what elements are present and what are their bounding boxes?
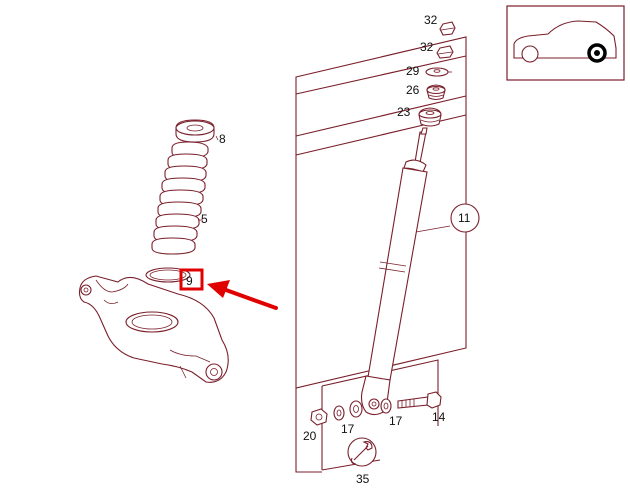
callout-9[interactable]: 9 — [186, 274, 193, 288]
wrench-icon — [347, 437, 377, 467]
lower-hardware — [310, 391, 442, 467]
upper-mount-parts — [418, 21, 456, 127]
callout-20[interactable]: 20 — [303, 429, 317, 443]
callout-32-top[interactable]: 32 — [424, 13, 438, 27]
nut-20 — [310, 408, 328, 426]
callout-35[interactable]: 35 — [356, 472, 370, 486]
bolt-14 — [397, 391, 442, 409]
callout-circle-11 — [450, 203, 480, 233]
callout-29[interactable]: 29 — [406, 64, 420, 78]
callout-26[interactable]: 26 — [406, 83, 420, 97]
coil-spring-5 — [151, 141, 209, 255]
bushing-17-right — [380, 398, 392, 414]
rubber-mount-23 — [418, 107, 442, 127]
callout-17-right[interactable]: 17 — [389, 414, 403, 428]
spring-pad-9 — [145, 267, 191, 283]
nut-32-lower — [436, 45, 454, 59]
callout-11[interactable]: 11 — [458, 211, 471, 225]
bushing-17-left — [333, 405, 345, 421]
callout-labels: 32 32 29 26 23 8 5 9 11 14 17 17 20 35 — [186, 13, 471, 486]
leader-lines — [198, 71, 452, 221]
nut-32-top — [439, 21, 456, 36]
spring-seat-8 — [175, 119, 215, 143]
washer-29 — [425, 67, 449, 77]
highlight-box — [179, 268, 204, 291]
callout-8[interactable]: 8 — [219, 132, 226, 146]
trailing-arm — [78, 275, 229, 383]
rubber-mount-26 — [426, 84, 446, 101]
shock-absorber-11 — [360, 127, 428, 416]
washer-left — [349, 400, 363, 418]
callout-32-lower[interactable]: 32 — [420, 40, 434, 54]
callout-17-left[interactable]: 17 — [341, 422, 355, 436]
vehicle-thumbnail — [506, 5, 625, 81]
arrow-pointer-icon — [207, 280, 278, 310]
car-side-icon — [513, 20, 617, 63]
callout-14[interactable]: 14 — [432, 410, 446, 424]
callout-5[interactable]: 5 — [201, 212, 208, 226]
callout-23[interactable]: 23 — [397, 105, 411, 119]
